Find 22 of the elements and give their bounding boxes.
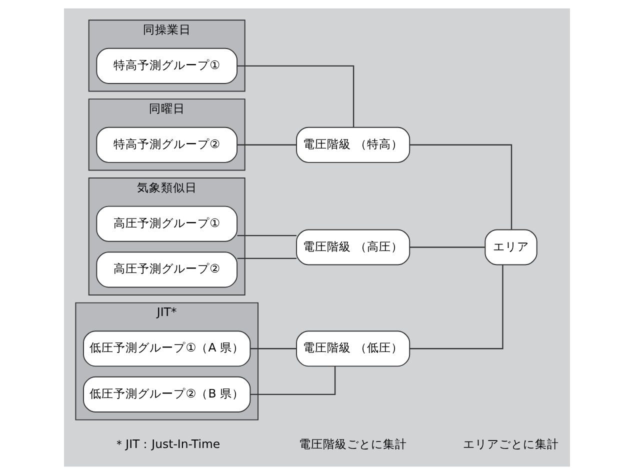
connector [409, 246, 484, 248]
label: エリアごとに集計 [462, 437, 559, 452]
node-box: 高圧予測グループ② [96, 252, 238, 288]
label: ＊JIT：Just-In-Time [113, 437, 220, 452]
node-box: 低圧予測グループ②（B 県） [82, 376, 250, 412]
node-box: 高圧予測グループ① [96, 206, 238, 242]
connector [250, 348, 296, 350]
connector [250, 366, 336, 396]
connector [236, 144, 296, 146]
node-box: 低圧予測グループ①（A 県） [82, 330, 250, 367]
label: 電圧階級ごとに集計 [298, 437, 407, 452]
connector [236, 234, 296, 236]
connector [409, 144, 512, 230]
connector [236, 65, 354, 127]
node-box: 特高予測グループ② [96, 126, 238, 163]
node-box: 電圧階級 （低圧） [296, 330, 410, 367]
connector [409, 264, 503, 350]
connector [236, 258, 296, 260]
node-box: 特高予測グループ① [96, 48, 238, 84]
node-box: エリア [484, 229, 537, 266]
node-box: 電圧階級 （高圧） [296, 229, 410, 266]
node-box: 電圧階級 （特高） [296, 126, 410, 163]
